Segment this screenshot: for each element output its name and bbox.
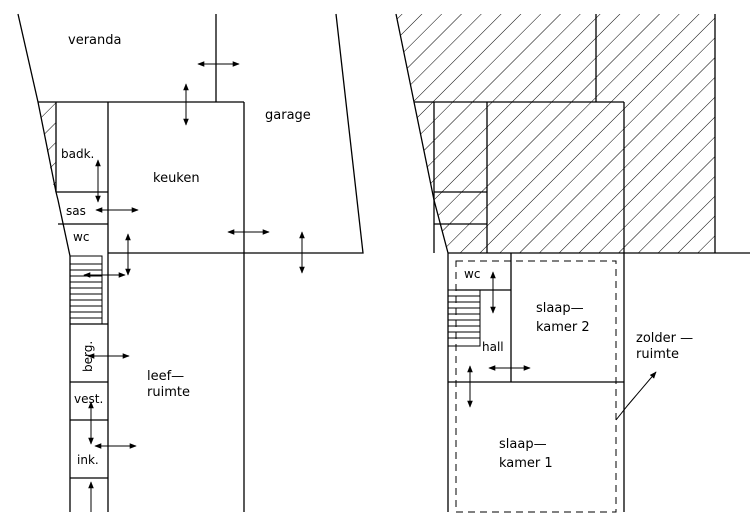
label-garage: garage	[265, 108, 311, 123]
label-hall: hall	[482, 340, 504, 354]
label-bedroom2-1: slaap—	[536, 301, 584, 316]
label-bathroom: badk.	[61, 147, 94, 161]
stairs-ground	[69, 255, 103, 325]
label-wc-ground: wc	[73, 230, 89, 244]
label-bedroom1-2: kamer 1	[499, 456, 553, 471]
upper-floor-plan: wc slaap— kamer 2 hall zolder — ruimte s…	[395, 13, 750, 513]
label-living-2: ruimte	[147, 385, 190, 400]
door-arrows-ground	[83, 61, 305, 512]
label-storage: berg.	[81, 341, 95, 372]
stairs-upper	[447, 289, 481, 347]
label-bedroom2-2: kamer 2	[536, 320, 590, 335]
ground-floor-plan: veranda garage badk. keuken sas wc berg.…	[17, 13, 364, 512]
hatched-roof-area	[396, 14, 715, 253]
label-bedroom1-1: slaap—	[499, 437, 547, 452]
label-entrance: ink.	[77, 453, 99, 467]
label-attic-1: zolder —	[636, 331, 693, 346]
label-sas: sas	[66, 204, 86, 218]
attic-boundary	[455, 260, 617, 513]
label-veranda: veranda	[68, 33, 121, 48]
exterior-wall	[17, 13, 71, 257]
label-vestibule: vest.	[74, 392, 103, 406]
door-arrows-upper	[467, 271, 657, 421]
label-kitchen: keuken	[153, 171, 200, 186]
label-living-1: leef—	[147, 369, 184, 384]
label-attic-2: ruimte	[636, 347, 679, 362]
garage-wall	[108, 13, 364, 254]
label-wc-upper: wc	[464, 267, 480, 281]
